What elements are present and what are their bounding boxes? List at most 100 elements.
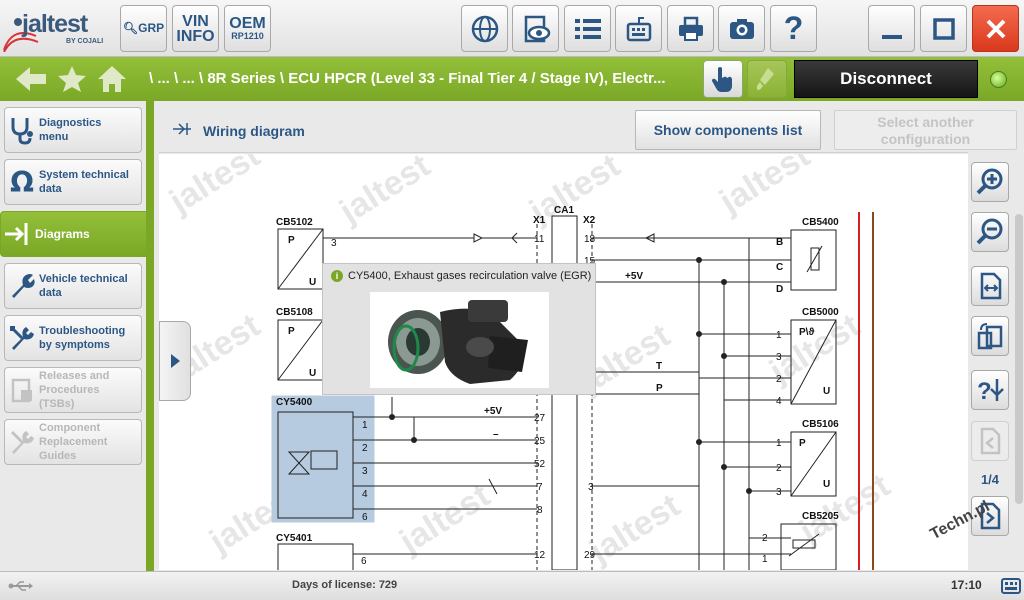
vin-label: VIN	[182, 12, 209, 30]
sidebar-item-label: data	[39, 287, 62, 299]
label-cb5000: CB5000	[802, 307, 839, 318]
tooltip-title: CY5400, Exhaust gases recirculation valv…	[348, 270, 592, 282]
label-p: P	[288, 235, 295, 246]
touch-mode-button[interactable]	[703, 60, 743, 98]
label-u: U	[823, 386, 830, 397]
list-icon	[574, 18, 601, 39]
favorites-star-icon[interactable]	[57, 64, 87, 94]
next-page-button[interactable]	[971, 496, 1009, 536]
pin-label: 2	[362, 443, 368, 454]
prev-page-button	[971, 421, 1009, 461]
select-config-label: Select another	[877, 114, 974, 130]
view-button[interactable]	[512, 5, 559, 52]
logo-swoosh-icon	[3, 18, 39, 52]
pin-label: 3	[362, 466, 368, 477]
jaltest-logo: jaltest BY COJALI	[3, 6, 108, 52]
sidebar-item-label: Diagrams	[35, 227, 90, 241]
label-u: U	[309, 368, 316, 379]
show-components-list-button[interactable]: Show components list	[635, 110, 821, 150]
print-button[interactable]	[667, 5, 714, 52]
disconnect-button[interactable]: Disconnect	[794, 60, 978, 98]
zoom-in-button[interactable]	[971, 162, 1009, 202]
component-cb5102	[277, 228, 324, 290]
globe-button[interactable]	[461, 5, 508, 52]
label-x1: X1	[533, 215, 546, 226]
pin-label: 12	[534, 550, 546, 561]
close-button[interactable]	[972, 5, 1019, 52]
pin-label: 18	[584, 234, 596, 245]
rotate-page-icon	[977, 323, 1003, 350]
screenshot-button[interactable]	[718, 5, 765, 52]
info-icon: i	[331, 270, 343, 282]
sidebar-item-label: Procedures	[39, 384, 100, 396]
omega-icon: Ω	[10, 165, 34, 199]
license-days: Days of license: 729	[292, 579, 398, 591]
fit-width-button[interactable]	[971, 266, 1009, 306]
pin-label: 4	[362, 489, 368, 500]
zoom-out-button[interactable]	[971, 212, 1009, 252]
sidebar-item-label: menu	[39, 131, 69, 143]
label-cb5106: CB5106	[802, 419, 839, 430]
tools-icon	[10, 326, 34, 350]
keyboard-icon	[626, 16, 651, 41]
pin-label: 25	[534, 436, 546, 447]
vertical-scrollbar[interactable]	[1015, 214, 1023, 504]
maximize-button[interactable]	[920, 5, 967, 52]
label-cy5400: CY5400	[276, 397, 313, 408]
sidebar-item-label: Component	[39, 422, 101, 434]
content-header: Wiring diagram Show components list Sele…	[159, 106, 1017, 153]
sidebar-item-label: System technical	[39, 169, 129, 181]
locate-help-button[interactable]: ?	[971, 370, 1009, 410]
minimize-button[interactable]	[868, 5, 915, 52]
pin-label: 6	[362, 512, 368, 523]
pin-label: 1	[362, 420, 368, 431]
label-u: U	[309, 277, 316, 288]
sidebar-item-label: (TSBs)	[39, 398, 75, 410]
component-cb5400	[790, 229, 837, 291]
on-screen-keyboard-icon[interactable]	[1001, 577, 1021, 595]
grp-label: 🔍︎GRP	[122, 21, 165, 35]
sidebar-expand-tab[interactable]	[159, 321, 191, 401]
stethoscope-icon	[11, 118, 33, 145]
component-cb5205	[780, 523, 837, 570]
minimize-icon	[881, 34, 902, 39]
component-cb5000	[790, 319, 837, 405]
pin-label: 52	[534, 459, 546, 470]
egr-valve-photo	[370, 292, 549, 388]
sidebar-item-diagrams[interactable]: Diagrams	[0, 211, 154, 257]
grp-button[interactable]: 🔍︎GRP	[120, 5, 167, 52]
watermark: jaltest	[582, 486, 686, 570]
list-button[interactable]	[564, 5, 611, 52]
label-cb5400: CB5400	[802, 217, 839, 228]
label-p: P	[288, 326, 295, 337]
chevron-right-icon	[171, 354, 180, 368]
component-cy5401	[277, 543, 354, 570]
home-icon[interactable]	[96, 64, 128, 94]
brush-icon	[756, 68, 774, 90]
label-d: D	[776, 284, 783, 295]
label-b: B	[776, 237, 783, 248]
pin-label: 8	[537, 505, 543, 516]
calculator-button[interactable]	[615, 5, 662, 52]
rotate-page-button[interactable]	[971, 316, 1009, 356]
hand-pointer-icon	[712, 67, 732, 92]
breadcrumb: \ ... \ ... \ 8R Series \ ECU HPCR (Leve…	[149, 70, 666, 87]
help-button[interactable]: ?	[770, 5, 817, 52]
usb-icon	[8, 581, 33, 591]
pin-label: 1	[776, 330, 782, 341]
label-p: P	[656, 383, 663, 394]
back-arrow-icon[interactable]	[14, 64, 48, 94]
pin-label: 3	[588, 482, 594, 493]
sidebar-item-label: by symptoms	[39, 339, 110, 351]
label-x2: X2	[583, 215, 596, 226]
component-tooltip: i CY5400, Exhaust gases recirculation va…	[322, 263, 596, 395]
